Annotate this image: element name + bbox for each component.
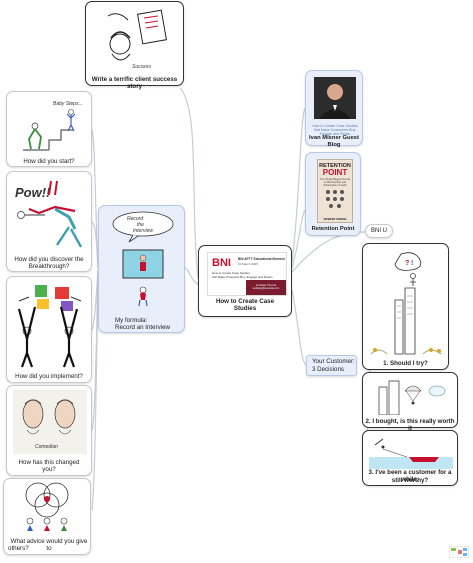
boat-sketch xyxy=(369,438,453,469)
connector-customer xyxy=(291,289,307,366)
node-changed[interactable]: Comedian How has this changed you? xyxy=(6,385,92,476)
node-central[interactable]: BNI BNI APTT Educational Moment 10 March… xyxy=(198,245,292,317)
still-worthy-line1: 3. I've been a customer for a while, xyxy=(368,469,452,484)
slide-footer2: website@example.com xyxy=(252,287,280,290)
node-should-try[interactable]: ? ! 1. Should I try? xyxy=(362,243,449,370)
central-slide: BNI BNI APTT Educational Moment 10 March… xyxy=(207,252,287,296)
connector-success-story xyxy=(179,87,199,279)
implement-label: How did you implement? xyxy=(15,373,83,380)
pow-sketch: Pow!! xyxy=(15,180,83,248)
book-icons xyxy=(326,190,344,208)
writer-sketch-image: Success xyxy=(107,9,168,70)
venn-sketch xyxy=(25,482,69,531)
connector-advice xyxy=(91,273,99,511)
connector-bni-u xyxy=(291,231,366,273)
bni-u-label: BNI U xyxy=(370,228,387,234)
bubble-text-2: the xyxy=(137,222,144,228)
slide-heading: BNI APTT Educational Moment xyxy=(238,257,285,261)
book-author: ROBERT SKROB xyxy=(323,217,347,221)
slide-date: 10 March 2015 xyxy=(238,262,259,266)
tower-sketch: ? ! xyxy=(370,252,442,355)
central-title: How to Create Case Studies xyxy=(215,298,275,313)
customer-line2: 3 Decisions xyxy=(312,366,344,373)
changed-line2: you? xyxy=(42,466,56,473)
comedian-sketch: Comedian xyxy=(13,390,87,454)
svg-text:?: ? xyxy=(405,260,409,267)
pow-text: Pow!! xyxy=(15,185,51,200)
misner-label: Ivan Misner Guest Blog xyxy=(309,135,359,149)
connector-misner xyxy=(291,107,306,263)
node-retention-point[interactable]: RETENTION POINT The Single Biggest Secre… xyxy=(305,152,361,236)
customer-line1: Your Customer: xyxy=(312,358,355,365)
slide-footer-band: Lindsay Thorne website@example.com xyxy=(246,280,286,295)
node-still-worthy[interactable]: 3. I've been a customer for a while, sti… xyxy=(362,430,458,486)
book-title-line1: RETENTION xyxy=(319,163,351,169)
advice-line1: What advice would you give to xyxy=(10,538,88,553)
formula-line2: Record an Interview xyxy=(115,324,171,331)
slide-footer1: Lindsay Thorne xyxy=(255,283,277,287)
bni-logo: BNI xyxy=(212,257,231,269)
book-subtitle: The Single Biggest Secret to Membership … xyxy=(320,178,350,187)
parachute-sketch xyxy=(378,380,446,415)
node-bni-u[interactable]: BNI U xyxy=(365,224,393,238)
minimap-icon[interactable] xyxy=(449,546,469,558)
baby-steps-text: Baby Steps... xyxy=(53,101,83,107)
puzzle-sketch xyxy=(17,285,82,368)
advice-line2: others? xyxy=(8,545,29,552)
formula-line1: My formula: xyxy=(115,317,148,324)
node-customer[interactable]: Your Customer: 3 Decisions xyxy=(306,355,357,376)
slide-line1: How to Create Case Studies xyxy=(212,271,250,275)
node-implement[interactable]: How did you implement? xyxy=(6,276,92,383)
book-title-line2: POINT xyxy=(322,168,348,177)
node-advice[interactable]: What advice would you give to others? xyxy=(3,478,91,555)
node-misner-blog[interactable]: How to Create Case Studies that Make Cus… xyxy=(305,70,363,148)
connector-retention xyxy=(291,209,306,269)
breakthrough-line1: How did you discover the xyxy=(14,256,84,263)
bubble-text-1: Record xyxy=(127,216,143,222)
node-success-story[interactable]: Success Write a terrific client success … xyxy=(85,1,184,90)
misner-blog-caption: How to Create Case Studies that Make Cus… xyxy=(312,124,358,137)
misner-photo xyxy=(314,77,356,119)
node-worth-it[interactable]: 2. I bought, is this really worth it xyxy=(362,372,458,432)
slide-line2: that Make Prospects Buy. Engage and Reta… xyxy=(212,275,273,279)
retention-label: Retention Point xyxy=(311,226,355,232)
success-story-label: Write a terrific client success story xyxy=(91,76,178,91)
breakthrough-line2: Breakthrough? xyxy=(28,263,70,270)
connector-formula xyxy=(184,267,199,285)
bubble-text-3: Interview xyxy=(133,228,153,234)
retention-book-cover: RETENTION POINT The Single Biggest Secre… xyxy=(317,159,353,223)
interview-sketch: Record the Interview xyxy=(112,211,174,307)
baby-steps-sketch: Baby Steps... xyxy=(23,101,83,151)
node-formula[interactable]: Record the Interview My formula: Record … xyxy=(98,205,185,333)
start-label: How did you start? xyxy=(23,158,75,165)
comedian-text: Comedian xyxy=(35,444,58,450)
node-breakthrough[interactable]: Pow!! How did you discover the Breakthro… xyxy=(6,171,92,272)
svg-text:Success: Success xyxy=(132,64,151,70)
svg-text:!: ! xyxy=(411,260,413,267)
should-try-label: 1. Should I try? xyxy=(383,360,428,367)
still-worthy-line2: still worthy? xyxy=(391,477,429,484)
connector-breakthrough xyxy=(91,221,99,269)
changed-line1: How has this changed xyxy=(18,459,80,466)
node-start[interactable]: Baby Steps... How did you start? xyxy=(6,91,92,167)
worth-it-label: 2. I bought, is this really worth it xyxy=(365,418,455,433)
